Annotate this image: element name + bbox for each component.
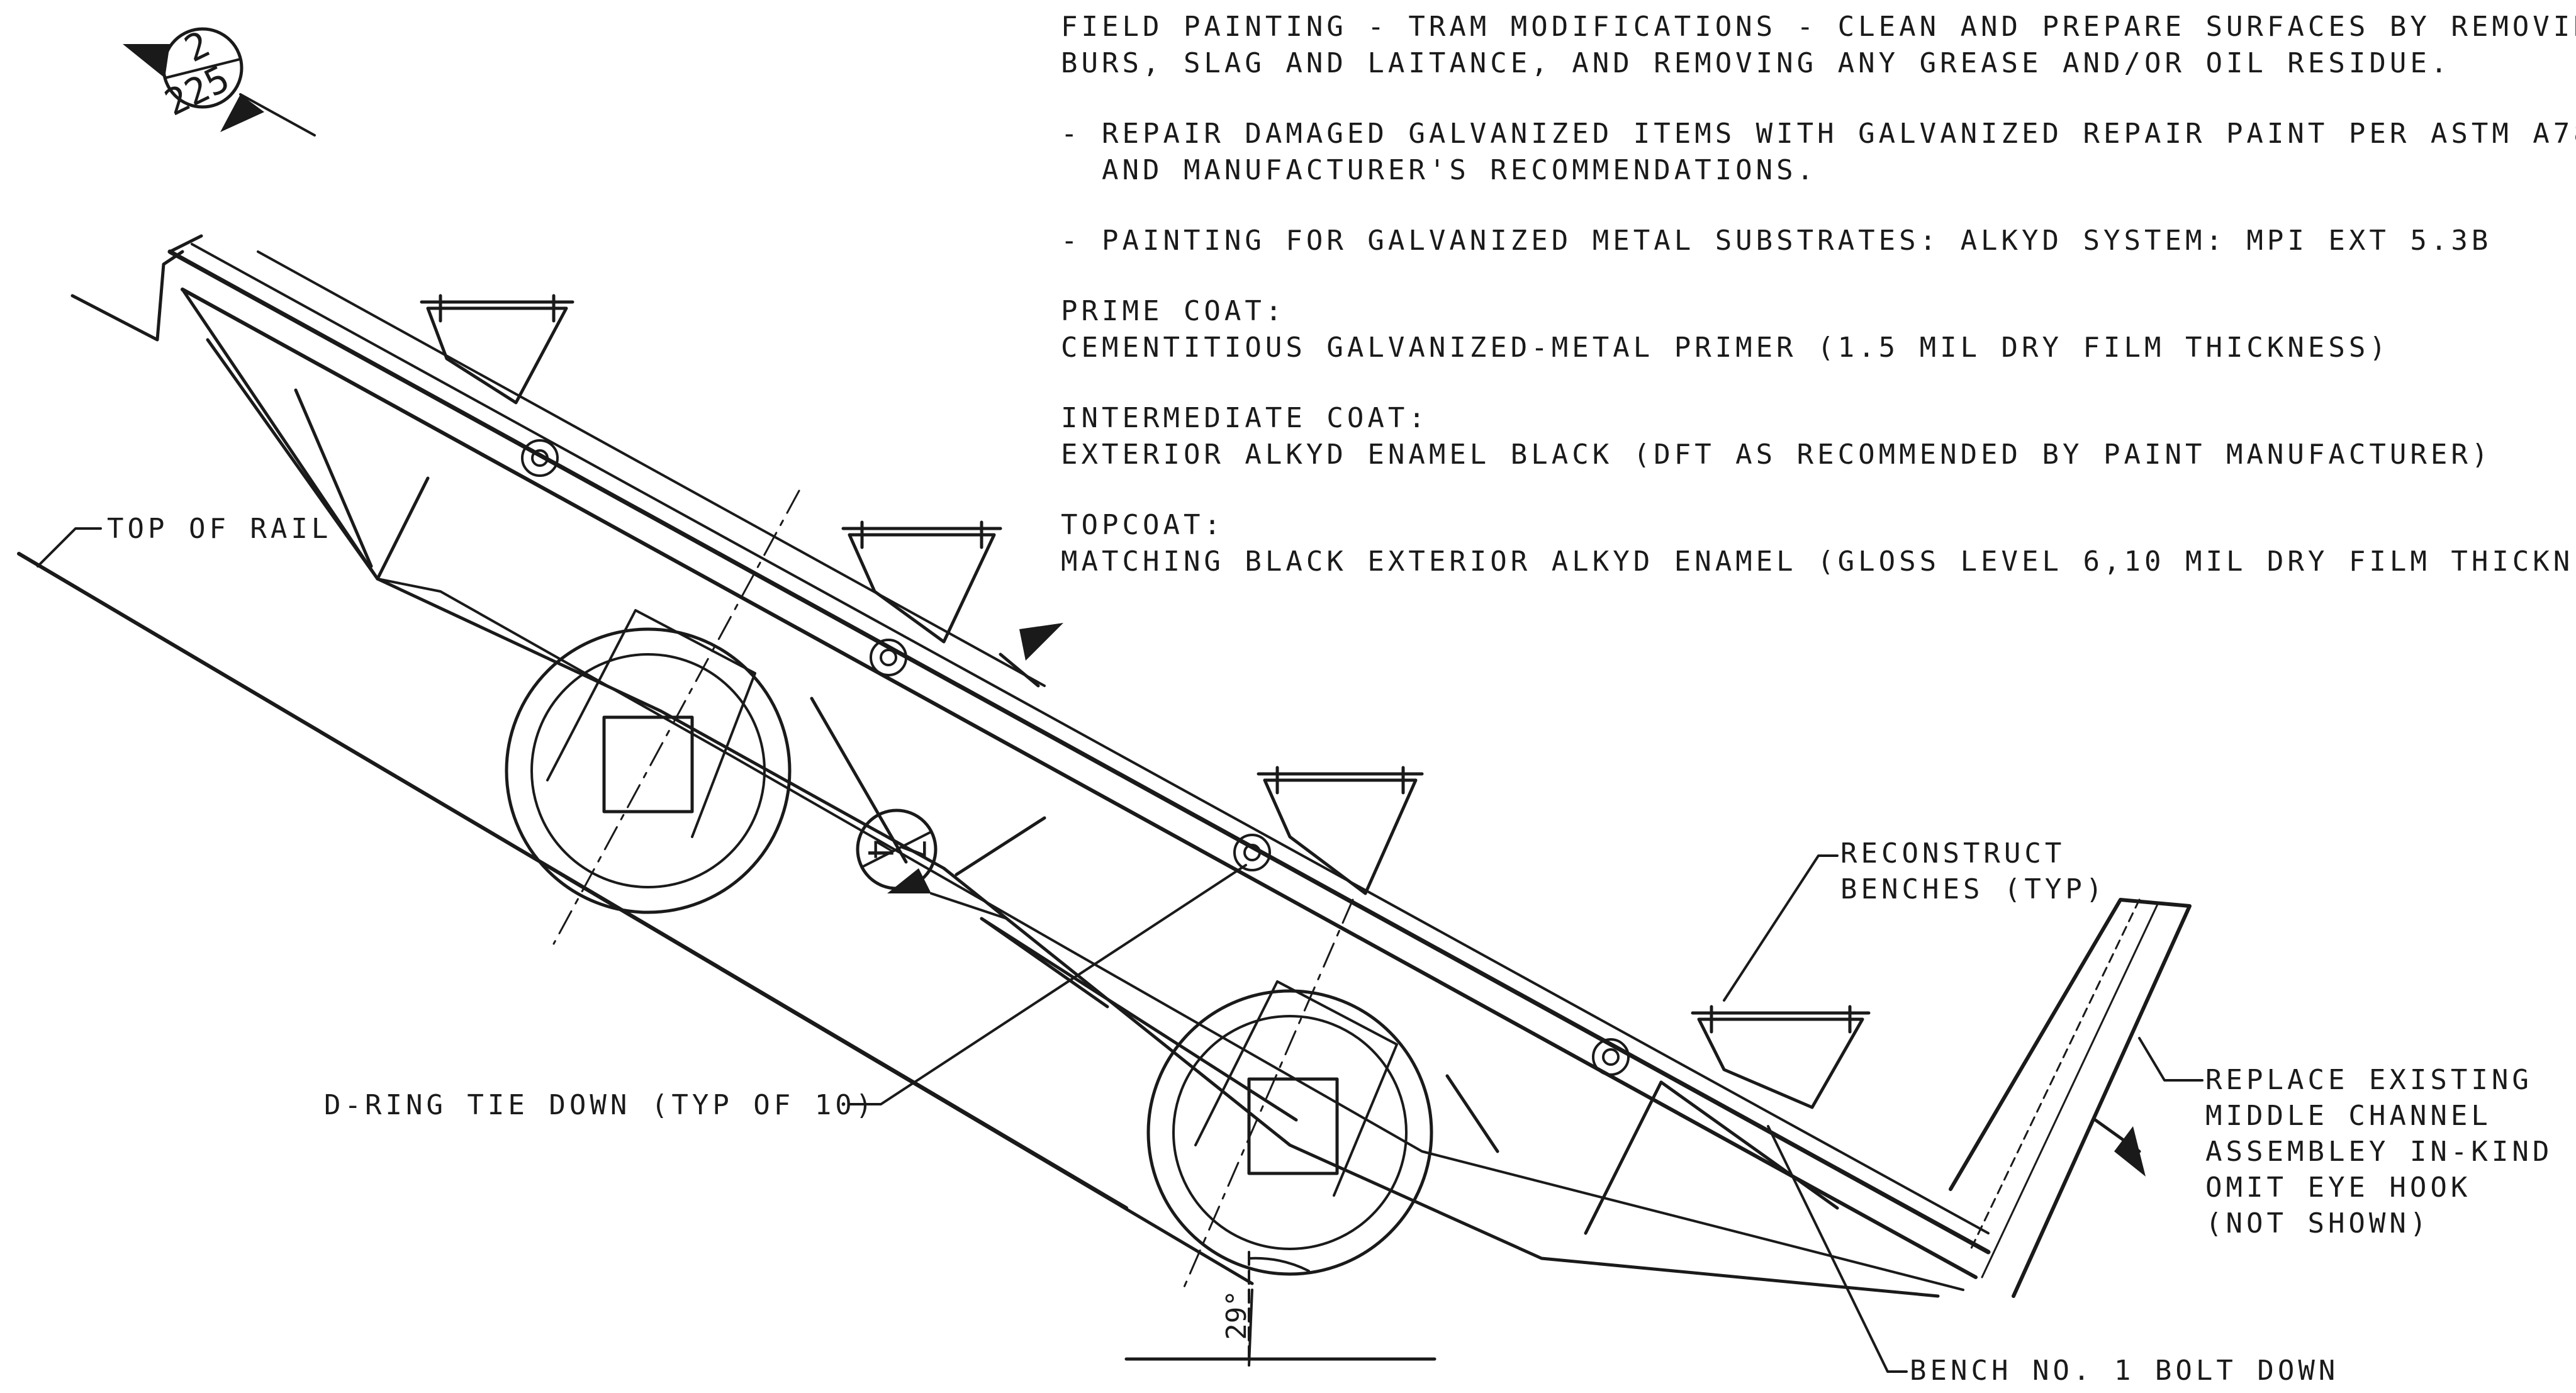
painting-notes: FIELD PAINTING - TRAM MODIFICATIONS - CL… xyxy=(1061,9,2576,614)
angle-label: 29° xyxy=(1221,1290,1253,1340)
detail-marker-sheet: 7 xyxy=(893,839,932,860)
note-intermediate-coat: INTERMEDIATE COAT: EXTERIOR ALKYD ENAMEL… xyxy=(1061,402,2492,471)
wheel-lower xyxy=(1146,980,1433,1276)
tram-frame xyxy=(70,234,2192,1298)
section-cut-flag xyxy=(999,623,2146,1177)
section-marker-sheet: 225 xyxy=(158,57,236,125)
detail-marker xyxy=(856,808,1008,920)
d-ring-icons xyxy=(521,439,1630,1076)
callout-replace-channel: REPLACE EXISTING MIDDLE CHANNEL ASSEMBLE… xyxy=(2205,1064,2553,1239)
callout-d-ring: D-RING TIE DOWN (TYP OF 10) xyxy=(324,1089,876,1121)
leader-lines xyxy=(36,527,2204,1373)
wheel-upper xyxy=(505,609,792,914)
angle-dimension xyxy=(1124,1251,1436,1361)
callout-reconstruct-benches: RECONSTRUCT BENCHES (TYP) xyxy=(1840,837,2107,905)
wheel-centerline-lower xyxy=(1182,898,1354,1291)
callout-top-of-rail: TOP OF RAIL xyxy=(107,513,332,545)
note-field-painting: FIELD PAINTING - TRAM MODIFICATIONS - CL… xyxy=(1061,11,2576,79)
bench-4 xyxy=(1691,1005,1871,1109)
bench-3 xyxy=(1257,766,1424,895)
callout-bench-bolt-down: BENCH NO. 1 BOLT DOWN xyxy=(1910,1355,2339,1387)
section-marker xyxy=(123,27,316,137)
note-prime-coat: PRIME COAT: CEMENTITIOUS GALVANIZED-META… xyxy=(1061,295,2390,364)
detail-marker-number: 4 xyxy=(860,839,900,860)
note-topcoat: TOPCOAT: MATCHING BLACK EXTERIOR ALKYD E… xyxy=(1061,509,2576,578)
bench-2 xyxy=(841,520,1002,644)
note-repair: - REPAIR DAMAGED GALVANIZED ITEMS WITH G… xyxy=(1061,118,2576,186)
wheel-centerline-upper xyxy=(552,490,800,945)
note-painting-system: - PAINTING FOR GALVANIZED METAL SUBSTRAT… xyxy=(1061,225,2492,257)
bench-1 xyxy=(420,294,574,405)
rail-line-lower xyxy=(564,876,1254,1285)
